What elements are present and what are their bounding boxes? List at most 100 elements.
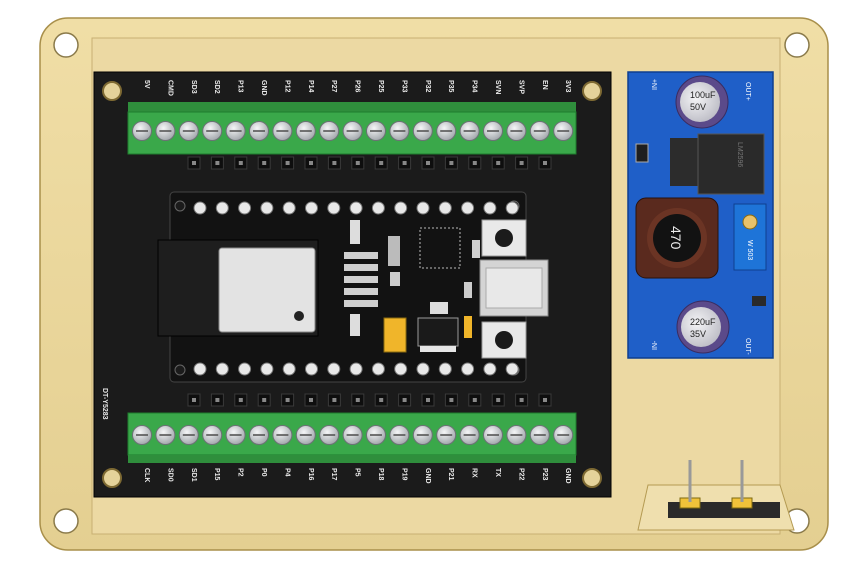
pin-label: P26: [354, 80, 361, 93]
esp32-pin: [193, 201, 207, 215]
pin-label: P33: [400, 80, 407, 93]
standoff-tl: [102, 81, 122, 101]
pin-label: RX: [471, 468, 478, 478]
terminal-screw: [553, 121, 574, 141]
pin-label: SD3: [190, 80, 197, 94]
terminal-screw: [155, 425, 176, 445]
pin-label: P14: [307, 80, 314, 93]
pin-label: SD1: [190, 468, 197, 482]
pin-label: CLK: [143, 468, 150, 482]
header-pin: [491, 156, 505, 170]
terminal-screw: [483, 425, 503, 445]
terminal-screw: [272, 121, 293, 141]
header-pin: [374, 156, 388, 170]
terminal-screw: [483, 121, 503, 141]
capacitor-100uf-label: 100uF: [690, 90, 716, 100]
capacitor-220uf-label: 220uF: [690, 317, 716, 327]
esp32-devkit: [157, 191, 549, 383]
pin-label: SVP: [517, 80, 524, 94]
esp32-pin: [327, 362, 341, 376]
header-pin: [444, 393, 458, 407]
header-pin: [210, 393, 224, 407]
pin-label: SVN: [494, 80, 501, 94]
pin-label: P27: [330, 80, 337, 93]
capacitor-100uf: 100uF 50V: [675, 75, 729, 129]
terminal-screw: [295, 425, 316, 445]
header-pin: [538, 156, 552, 170]
pin-label: SD2: [213, 80, 220, 94]
diode: [752, 296, 766, 306]
terminal-screw: [342, 425, 363, 445]
terminal-screw: [412, 425, 433, 445]
pin-label: P12: [283, 80, 290, 93]
terminal-screw: [295, 121, 316, 141]
pin-label: SD0: [166, 468, 173, 482]
pin-label: P22: [517, 468, 524, 481]
esp32-pin: [238, 362, 252, 376]
header-pin: [327, 156, 341, 170]
terminal-screw: [389, 121, 410, 141]
pin-label: P2: [237, 468, 244, 477]
header-pin: [374, 393, 388, 407]
terminal-screw: [155, 121, 176, 141]
terminal-block-top: [127, 102, 577, 155]
pin-label: P35: [447, 80, 454, 93]
terminal-screw: [506, 121, 527, 141]
esp32-pin: [215, 362, 229, 376]
header-pin: [234, 393, 248, 407]
terminal-screw: [249, 121, 269, 141]
header-row-bottom: [187, 393, 552, 407]
esp32-pin: [282, 201, 296, 215]
terminal-screw: [506, 425, 527, 445]
header-pin: [234, 156, 248, 170]
pin-label: CMD: [166, 80, 173, 96]
inductor-label: 470: [668, 226, 684, 250]
pin-label: P25: [377, 80, 384, 93]
esp32-pin: [371, 201, 385, 215]
mount-hole-tr: [784, 32, 810, 58]
header-pin: [210, 156, 224, 170]
header-pin: [421, 156, 435, 170]
esp32-pin: [416, 201, 430, 215]
terminal-screw: [366, 121, 386, 141]
header-pin: [468, 393, 482, 407]
header-pin: [538, 393, 552, 407]
buck-pin-out-minus: OUT-: [744, 338, 751, 355]
header-pin: [491, 393, 505, 407]
esp32-pin: [305, 201, 318, 215]
terminal-screw: [132, 121, 152, 141]
terminal-screw: [178, 425, 199, 445]
esp32-pin: [260, 362, 274, 376]
capacitor-220uf-voltage: 35V: [690, 329, 706, 339]
mount-hole-tl: [53, 32, 79, 58]
terminal-screw: [436, 425, 457, 445]
header-pin: [257, 156, 271, 170]
terminal-screw: [459, 425, 480, 445]
esp32-pin: [327, 201, 341, 215]
pin-label: EN: [541, 80, 548, 90]
buck-converter-module: IN+ OUT+ IN- OUT- 100uF 50V LM2596 470: [627, 71, 774, 359]
header-pin: [351, 393, 365, 407]
terminal-screw: [529, 425, 550, 445]
capacitor-220uf: 220uF 35V: [676, 300, 730, 354]
capacitor-100uf-voltage: 50V: [690, 102, 706, 112]
potentiometer: W 503: [733, 203, 767, 271]
header-pin: [444, 156, 458, 170]
pin-label: GND: [564, 468, 571, 484]
terminal-screw: [389, 425, 410, 445]
esp32-pin: [438, 362, 452, 376]
header-pin: [327, 393, 341, 407]
terminal-screw: [319, 425, 340, 445]
terminal-screw: [202, 121, 223, 141]
board-side-label: DT-Y5283: [101, 388, 108, 420]
header-pin: [187, 156, 201, 170]
terminal-screw: [202, 425, 223, 445]
passive-components: [344, 220, 480, 353]
terminal-screw: [366, 425, 386, 445]
header-pin: [421, 393, 435, 407]
terminal-screw: [459, 121, 480, 141]
terminal-screw: [272, 425, 293, 445]
terminal-screw: [132, 425, 152, 445]
